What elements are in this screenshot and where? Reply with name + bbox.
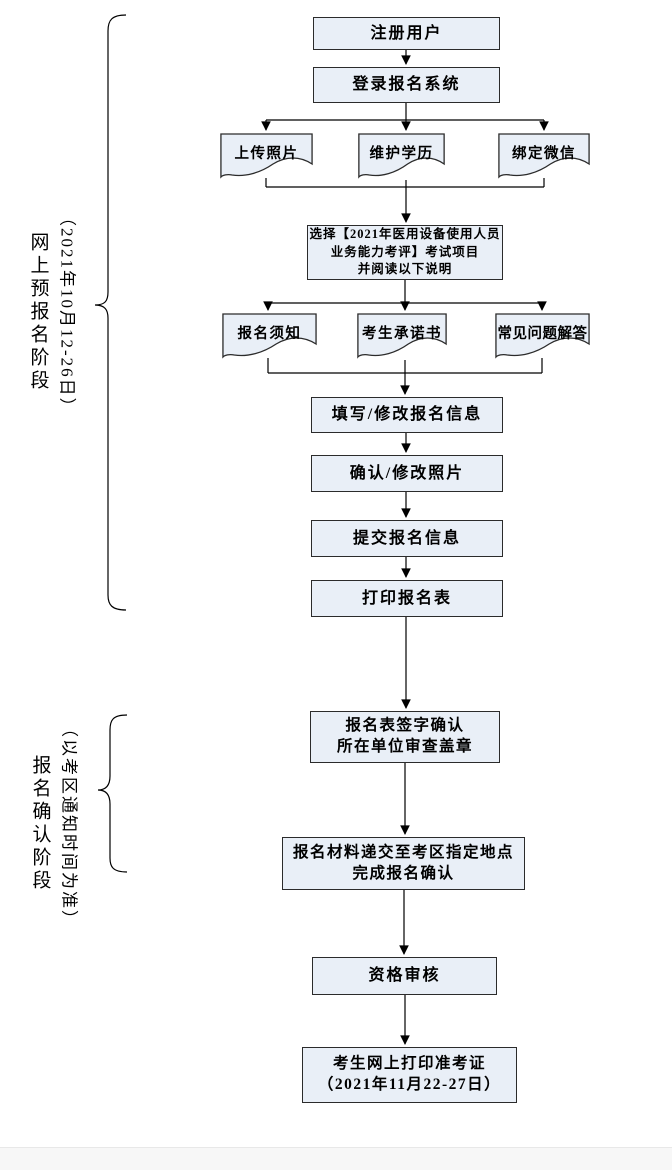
flow-box-sign-confirm: 报名表签字确认 所在单位审查盖章	[310, 711, 500, 763]
phase-label-preregistration: 网上预报名阶段 （2021年10月12-26日）	[24, 205, 82, 420]
select-exam-line2: 业务能力考评】考试项目	[330, 244, 480, 259]
flow-box-login-label: 登录报名系统	[352, 76, 461, 94]
flow-box-fill-info-label: 填写/修改报名信息	[331, 406, 483, 424]
doc-candidate-commitment: 考生承诺书	[357, 313, 447, 359]
select-exam-line3: 并阅读以下说明	[357, 262, 453, 277]
doc-faq: 常见问题解答	[495, 313, 590, 359]
flow-box-print-form: 打印报名表	[311, 580, 503, 617]
doc-maintain-education-label: 维护学历	[369, 146, 434, 162]
flow-box-submit-info-label: 提交报名信息	[352, 529, 461, 547]
phase-label-confirmation: 报名确认阶段 （以考区通知时间为准）	[26, 708, 84, 940]
doc-upload-photo-label: 上传照片	[234, 146, 299, 162]
flow-box-login: 登录报名系统	[313, 67, 500, 103]
deliver-materials-line1: 报名材料递交至考区指定地点	[292, 843, 514, 861]
doc-upload-photo: 上传照片	[220, 133, 313, 179]
flow-box-register-label: 注册用户	[370, 24, 443, 42]
document-shape-icon	[220, 133, 313, 179]
document-shape-icon	[498, 133, 590, 179]
flow-box-register: 注册用户	[313, 17, 500, 50]
flow-box-confirm-photo: 确认/修改照片	[311, 455, 503, 492]
document-shape-icon	[495, 313, 590, 359]
document-shape-icon	[222, 313, 317, 359]
flow-box-deliver-materials: 报名材料递交至考区指定地点 完成报名确认	[282, 837, 525, 890]
print-ticket-line1: 考生网上打印准考证	[332, 1055, 486, 1073]
flow-box-qualification-label: 资格审核	[368, 967, 441, 985]
phase-name-confirmation: 报名确认阶段	[29, 755, 51, 893]
doc-maintain-education: 维护学历	[358, 133, 445, 179]
select-exam-line1: 选择【2021年医用设备使用人员	[309, 227, 501, 242]
deliver-materials-line2: 完成报名确认	[352, 864, 455, 882]
document-shape-icon	[357, 313, 447, 359]
brace-confirmation-phase	[97, 714, 128, 873]
flow-box-confirm-photo-label: 确认/修改照片	[349, 464, 465, 482]
phase-date-preregistration: （2021年10月12-26日）	[57, 208, 77, 417]
brace-preregistration-phase	[94, 14, 127, 611]
doc-bind-wechat-label: 绑定微信	[512, 146, 576, 162]
sign-confirm-line1: 报名表签字确认	[345, 717, 465, 735]
flow-box-qualification-review: 资格审核	[312, 957, 497, 995]
flow-box-submit-info: 提交报名信息	[311, 520, 503, 557]
doc-candidate-commitment-label: 考生承诺书	[362, 326, 442, 342]
doc-bind-wechat: 绑定微信	[498, 133, 590, 179]
flow-box-print-form-label: 打印报名表	[361, 589, 452, 607]
phase-name-preregistration: 网上预报名阶段	[27, 232, 49, 393]
phase-date-confirmation: （以考区通知时间为准）	[59, 719, 79, 929]
document-shape-icon	[358, 133, 445, 179]
print-ticket-line2: （2021年11月22-27日）	[317, 1076, 502, 1093]
flow-box-fill-info: 填写/修改报名信息	[311, 397, 503, 433]
doc-registration-notice: 报名须知	[222, 313, 317, 359]
sign-confirm-line2: 所在单位审查盖章	[336, 738, 473, 755]
flow-box-print-ticket: 考生网上打印准考证 （2021年11月22-27日）	[302, 1047, 517, 1103]
flow-box-select-exam: 选择【2021年医用设备使用人员 业务能力考评】考试项目 并阅读以下说明	[307, 225, 503, 280]
doc-registration-notice-label: 报名须知	[237, 326, 302, 342]
footer-bar	[0, 1147, 672, 1170]
doc-faq-label: 常见问题解答	[497, 326, 588, 342]
